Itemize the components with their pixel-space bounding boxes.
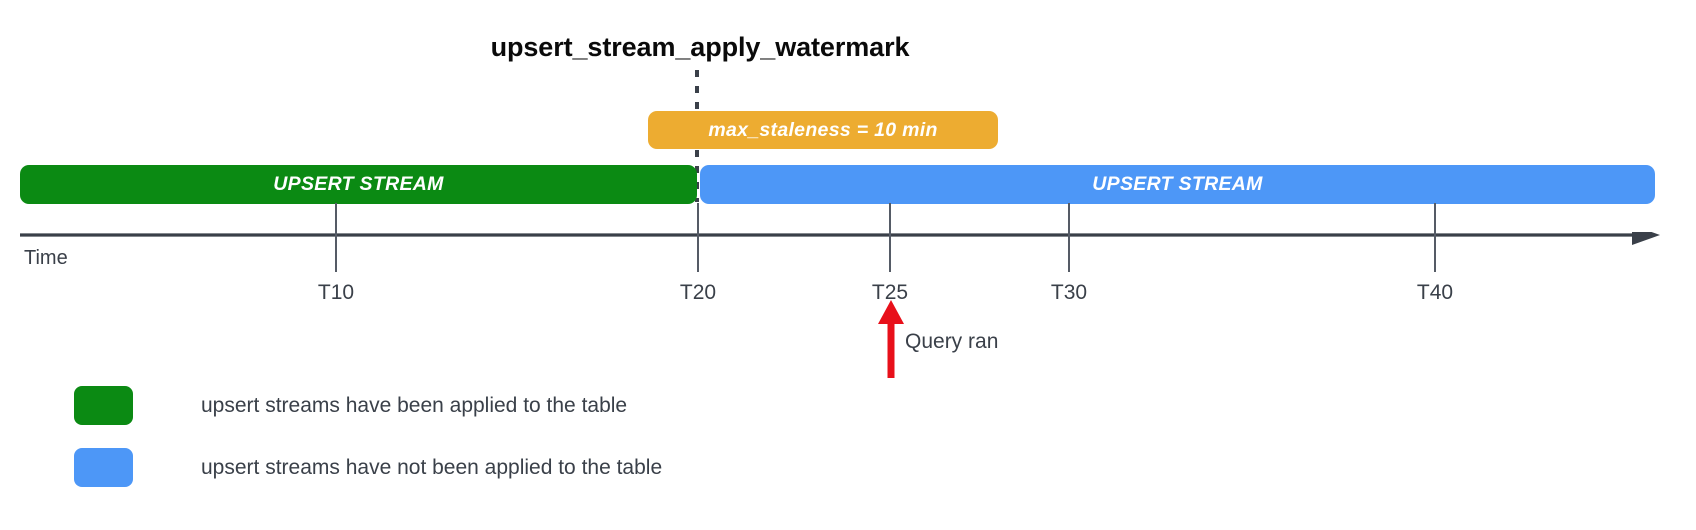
legend-item-applied: upsert streams have been applied to the …: [74, 386, 627, 425]
axis-tick-t30: [1068, 203, 1070, 272]
legend-item-not-applied: upsert streams have not been applied to …: [74, 448, 662, 487]
axis-tick-t25: [889, 203, 891, 272]
upsert-stream-applied-label: UPSERT STREAM: [273, 173, 444, 195]
max-staleness-label: max_staleness = 10 min: [708, 118, 938, 141]
axis-tick-label-t20: T20: [679, 281, 717, 304]
max-staleness-bar: max_staleness = 10 min: [648, 111, 998, 149]
query-ran-label: Query ran: [905, 330, 999, 353]
legend-swatch-green: [74, 386, 133, 425]
axis-tick-label-t10: T10: [317, 281, 355, 304]
time-axis-arrow-icon: [20, 232, 1660, 245]
upsert-stream-not-applied-label: UPSERT STREAM: [1092, 173, 1263, 195]
axis-tick-label-t25: T25: [871, 281, 909, 304]
axis-tick-label-t40: T40: [1416, 281, 1454, 304]
legend-label-not-applied: upsert streams have not been applied to …: [201, 455, 663, 479]
upsert-stream-not-applied-bar: UPSERT STREAM: [700, 165, 1655, 204]
legend-swatch-blue: [74, 448, 133, 487]
time-axis-label: Time: [24, 247, 68, 269]
query-ran-arrow-icon: [878, 300, 904, 378]
page-title: upsert_stream_apply_watermark: [490, 32, 910, 62]
axis-tick-t10: [335, 203, 337, 272]
upsert-stream-applied-bar: UPSERT STREAM: [20, 165, 697, 204]
axis-tick-t20: [697, 203, 699, 272]
axis-tick-label-t30: T30: [1050, 281, 1088, 304]
axis-tick-t40: [1434, 203, 1436, 272]
legend-label-applied: upsert streams have been applied to the …: [201, 393, 628, 417]
